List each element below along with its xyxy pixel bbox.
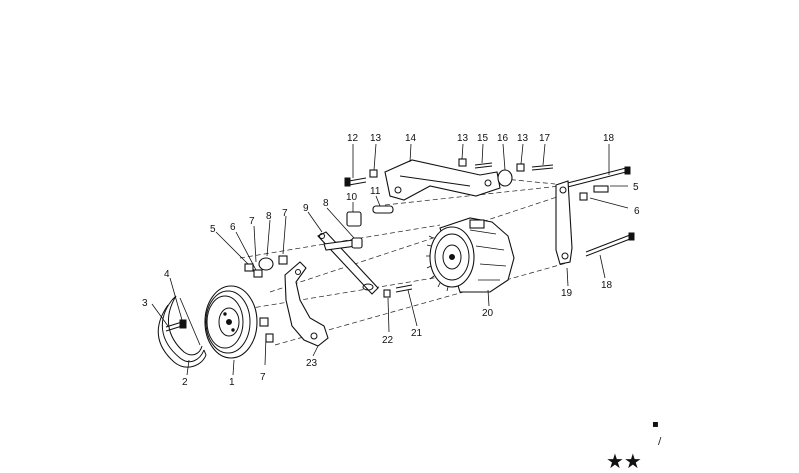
v-belt — [157, 295, 207, 368]
label-part-18-top: 18 — [603, 133, 615, 144]
label-part-23: 23 — [306, 358, 318, 369]
star-marks: ★★ — [606, 449, 642, 473]
label-part-18-bottom: 18 — [601, 280, 613, 291]
label-part-12: 12 — [347, 133, 359, 144]
label-part-16: 16 — [497, 133, 509, 144]
label-part-11: 11 — [370, 186, 381, 197]
leader-lines — [151, 143, 629, 376]
label-part-7-lower: 7 — [260, 372, 266, 383]
label-part-4: 4 — [164, 269, 170, 280]
tick-mark: / — [658, 436, 662, 447]
corner-marks: ▪ / ★★ — [606, 419, 662, 473]
label-part-6-right: 6 — [634, 206, 640, 217]
square-mark: ▪ — [652, 419, 659, 430]
label-part-15: 15 — [477, 133, 489, 144]
label-part-10: 10 — [346, 192, 358, 203]
label-part-17: 17 — [539, 133, 551, 144]
label-part-9: 9 — [303, 203, 309, 214]
label-part-13-left: 13 — [370, 133, 382, 144]
label-part-7-mid: 7 — [282, 208, 288, 219]
label-part-1: 1 — [229, 377, 235, 388]
adjusting-arm — [317, 231, 379, 295]
label-part-13-right: 13 — [517, 133, 529, 144]
label-part-14: 14 — [405, 133, 417, 144]
label-part-3: 3 — [142, 298, 148, 309]
upper-support-bracket — [384, 159, 501, 201]
pulley — [204, 285, 258, 359]
alternator-mount-bolt — [383, 284, 413, 298]
label-part-5-left: 5 — [210, 224, 216, 235]
label-part-19: 19 — [561, 288, 573, 299]
label-part-8-left: 8 — [266, 211, 272, 222]
tension-strap-and-long-bolts — [555, 166, 635, 265]
alternator — [426, 217, 515, 293]
label-part-13-mid: 13 — [457, 133, 469, 144]
label-part-8-right: 8 — [323, 198, 329, 209]
pulley-bolt — [165, 319, 187, 332]
label-part-7-upper: 7 — [249, 216, 255, 227]
assembly-axis-lines — [239, 177, 571, 346]
label-part-5-right: 5 — [633, 182, 639, 193]
mounting-bracket — [284, 261, 329, 347]
sleeve-bushing-group — [346, 205, 394, 249]
label-part-20: 20 — [482, 308, 494, 319]
label-part-21: 21 — [411, 328, 423, 339]
label-part-2: 2 — [182, 377, 188, 388]
upper-hardware — [458, 158, 554, 187]
label-part-6-left: 6 — [230, 222, 236, 233]
label-part-22: 22 — [382, 335, 394, 346]
bracket-bolts — [344, 169, 378, 187]
part-number-labels: 1 2 3 4 5 6 7 8 7 7 9 8 10 11 12 13 14 1… — [142, 133, 640, 388]
nuts-and-washers — [244, 255, 288, 343]
